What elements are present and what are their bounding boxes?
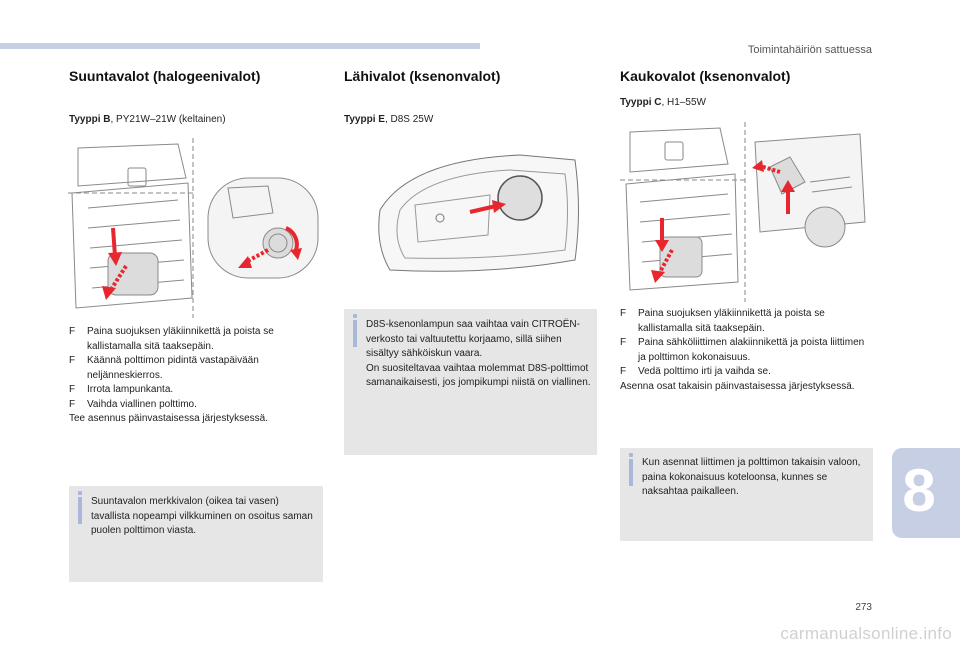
column-2-info-box: D8S-ksenonlampun saa vaihtaa vain CITROË… <box>344 309 597 455</box>
column-3-closing: Asenna osat takaisin päinvastaisessa jär… <box>620 380 855 392</box>
column-1-title: Suuntavalot (halogeenivalot) <box>69 68 261 84</box>
column-2-type-label: Tyyppi E <box>344 114 385 125</box>
column-2-info-text: D8S-ksenonlampun saa vaihtaa vain CITROË… <box>366 319 591 388</box>
xenon-cover-icon <box>497 175 543 221</box>
turn-signal-figure <box>68 138 319 318</box>
arrow-out-icon <box>238 248 269 268</box>
section-title: Toimintahäiriön sattuessa <box>747 44 872 56</box>
column-2-type-spec: , D8S 25W <box>384 114 434 125</box>
column-3-title: Kaukovalot (ksenonvalot) <box>620 68 791 84</box>
column-3-info-box: Kun asennat liittimen ja polttimon takai… <box>620 448 873 541</box>
column-1-info-box: Suuntavalon merkkivalon (oikea tai vasen… <box>69 486 323 582</box>
column-2-type: Tyyppi E, D8S 25W <box>344 114 433 125</box>
rotate-arrow-icon <box>285 226 302 260</box>
info-icon <box>78 491 82 495</box>
column-2-title: Lähivalot (ksenonvalot) <box>344 68 501 84</box>
page-number: 273 <box>855 602 872 613</box>
arrow-out-icon <box>752 160 781 174</box>
header-bar <box>0 43 480 49</box>
column-3-type: Tyyppi C, H1–55W <box>620 97 706 108</box>
column-1-type: Tyyppi B, PY21W–21W (keltainen) <box>69 114 226 125</box>
low-beam-figure <box>378 154 579 272</box>
column-1-closing: Tee asennus päinvastaisessa järjestykses… <box>69 413 268 424</box>
chapter-tab: 8 <box>892 448 960 538</box>
column-1-type-spec: , PY21W–21W (keltainen) <box>110 114 226 125</box>
column-3-type-spec: , H1–55W <box>661 97 706 108</box>
info-icon <box>353 314 357 318</box>
column-1-type-label: Tyyppi B <box>69 114 111 125</box>
arrow-pull-icon <box>651 249 674 283</box>
watermark: carmanualsonline.info <box>780 624 952 643</box>
column-3-info-text: Kun asennat liittimen ja polttimon takai… <box>642 457 861 497</box>
info-icon <box>629 453 633 457</box>
high-beam-figure <box>620 122 866 302</box>
arrow-remove-icon <box>469 200 506 214</box>
arrow-down-icon <box>655 218 669 252</box>
column-3-type-label: Tyyppi C <box>620 97 662 108</box>
arrow-up-icon <box>781 180 795 214</box>
arrow-pull-icon <box>102 264 128 300</box>
arrow-down-icon <box>108 227 122 266</box>
column-1-info-text: Suuntavalon merkkivalon (oikea tai vasen… <box>91 496 313 536</box>
